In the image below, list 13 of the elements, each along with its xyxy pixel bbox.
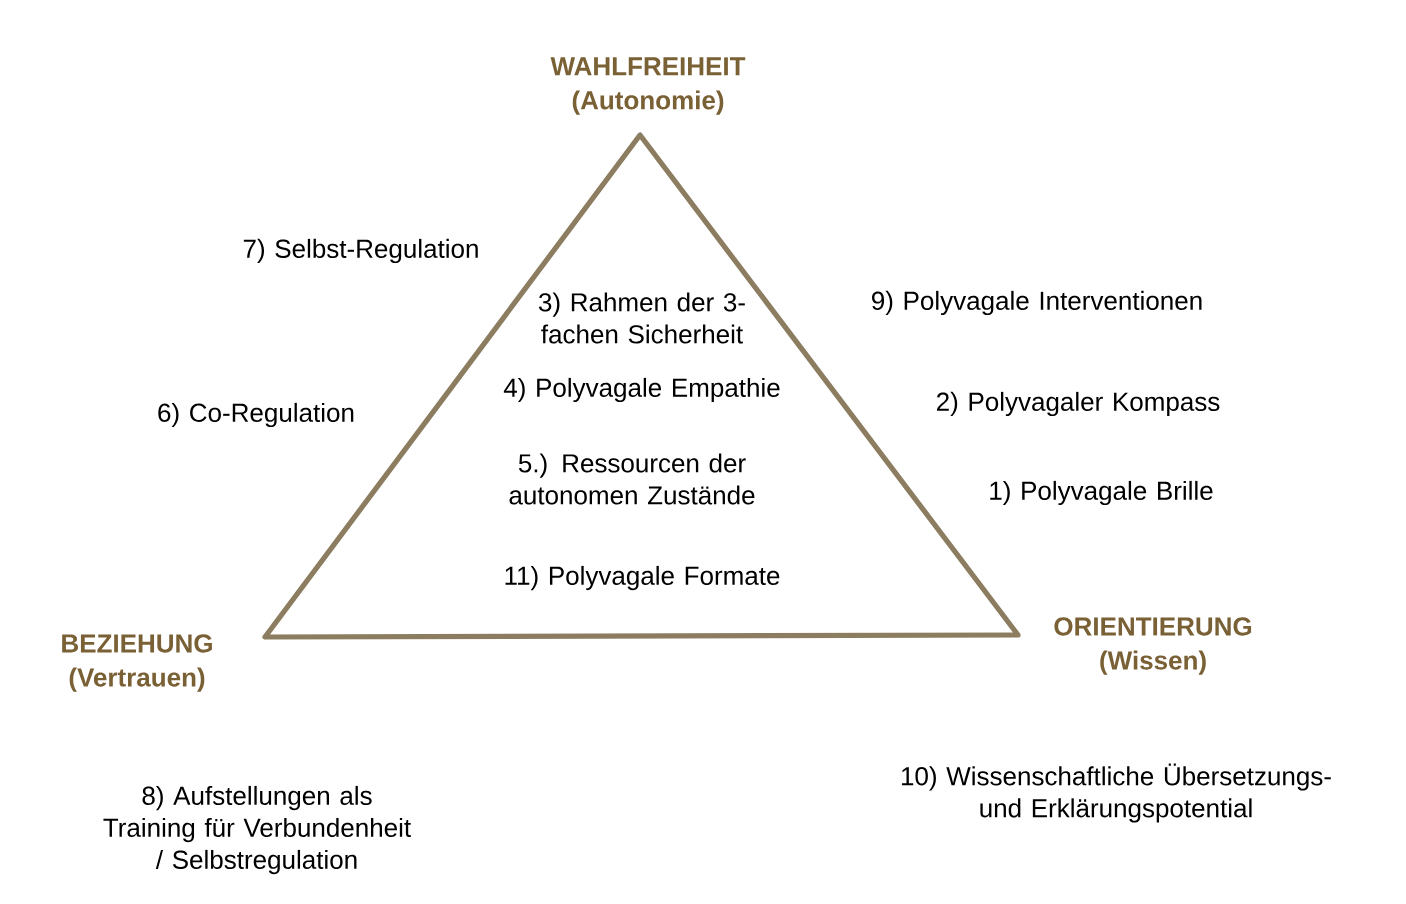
item-label: 10) Wissenschaftliche Übersetzungs- und Erklärungspotential	[901, 763, 1331, 823]
item-label: 9) Polyvagale Interventionen	[872, 290, 1202, 316]
corner-heading: ORIENTIERUNG (Wissen)	[1054, 617, 1252, 675]
item-label: 8) Aufstellungen als Training für Verbundenheit / Selbstregulation	[103, 785, 411, 875]
item-label: 1) Polyvagale Brille	[990, 480, 1213, 506]
triangle-label: 11) Polyvagale Formate	[505, 565, 780, 591]
item-label: 6) Co-Regulation	[158, 402, 354, 428]
item-label: 7) Selbst-Regulation	[243, 238, 478, 264]
item-label: 2) Polyvagaler Kompass	[937, 391, 1220, 417]
triangle-label: 4) Polyvagale Empathie	[503, 377, 780, 403]
triangle-label: 5.) Ressourcen der autonomen Zustände	[509, 453, 755, 505]
corner-heading: BEZIEHUNG (Vertrauen)	[62, 634, 212, 692]
triangle-label: 3) Rahmen der 3-fachen Sicherheit	[538, 292, 745, 344]
